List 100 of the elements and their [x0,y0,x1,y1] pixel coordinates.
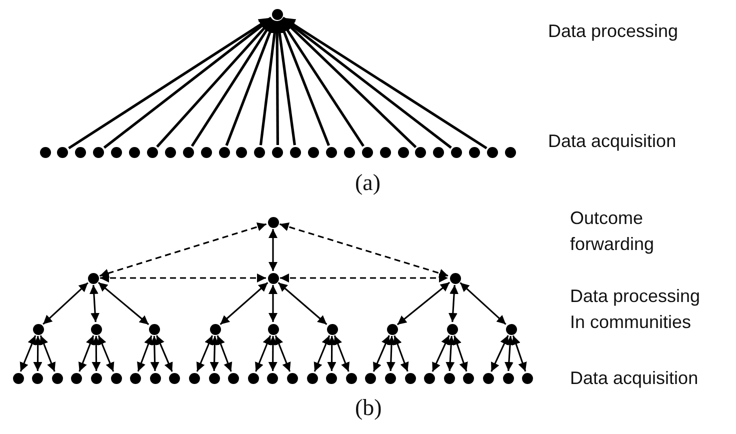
node-dot [404,372,416,384]
node-dot [32,324,44,334]
node-dot [272,146,284,158]
node-dot [469,146,480,158]
arrow [268,336,278,371]
arrow [280,274,448,282]
node-dot [90,372,102,384]
node-dot [164,146,176,158]
node-dot [210,324,220,334]
node-dot [451,146,462,158]
node-dot [502,372,514,384]
node-dot [218,146,230,158]
arrow [274,20,296,146]
node-dot [248,372,259,384]
node-dot [362,146,373,158]
node-dot [346,372,357,384]
arrow [504,336,515,372]
node-dot [208,372,220,384]
arrow [137,335,153,372]
arrow [220,282,268,325]
level-label: Data processing In communities [570,285,702,334]
arrow [20,335,36,372]
level-label: Data processing [548,20,680,43]
level-label: Data acquisition [548,130,678,153]
node-dot [424,372,436,384]
node-dot [75,146,86,158]
arrow [98,335,114,372]
arrow [92,336,101,371]
panel-caption: (b) [355,395,383,421]
node-dot [398,146,408,158]
node-dot [182,146,194,158]
arrow [446,336,456,372]
arrow [274,335,291,372]
arrow [268,229,278,271]
arrow [216,335,232,372]
node-dot [236,146,248,158]
arrow [103,17,272,149]
arrow [386,336,396,372]
node-dot [93,146,104,158]
arrow [452,335,468,372]
node-dot [12,372,24,384]
arrow [89,284,100,322]
arrow [396,282,450,326]
node-dot [88,272,98,284]
node-dot [146,146,158,158]
node-dot [57,146,68,158]
node-dot [290,146,302,158]
arrow [281,18,417,148]
arrow [190,19,274,147]
node-dot [130,372,142,384]
arrow [279,222,449,278]
arrow [512,335,527,372]
arrow [282,16,488,150]
arrow [280,19,364,147]
node-dot [32,372,44,384]
arrow [40,335,56,372]
node-dot [415,146,426,158]
node-dot [522,372,534,384]
node-dot [482,372,494,384]
node-dot [433,146,444,158]
node-dot [71,372,82,384]
arrow [225,20,276,146]
node-dot [463,372,474,384]
node-dot [272,8,282,20]
arrow [268,285,278,322]
arrow [278,282,328,325]
arrow [78,335,94,372]
panel-caption: (a) [355,170,382,196]
node-dot [384,372,396,384]
arrow [460,282,506,325]
node-dot [254,146,266,158]
level-label: Data acquisition [570,367,700,390]
node-dot [444,372,455,384]
node-dot [188,372,200,384]
node-dot [504,146,516,158]
node-dot [326,324,338,334]
node-dot [268,324,278,334]
arrow [156,18,274,148]
node-dot [506,324,516,334]
node-dot [268,216,278,228]
arrow [314,335,330,372]
node-dot [446,324,458,334]
arrow [327,336,336,371]
arrow [100,274,266,282]
node-dot [286,372,298,384]
arrow [278,20,330,146]
node-dot [326,146,337,158]
level-label: Outcome forwarding [570,207,656,256]
node-dot [169,372,180,384]
arrow [372,335,390,372]
arrow [156,335,173,372]
node-dot [110,372,122,384]
node-dot [90,324,102,334]
arrow [98,282,150,326]
node-dot [52,372,63,384]
arrow [448,284,459,322]
arrow [196,335,214,372]
arrow [42,282,88,325]
node-dot [268,272,278,284]
arrow [282,17,452,149]
